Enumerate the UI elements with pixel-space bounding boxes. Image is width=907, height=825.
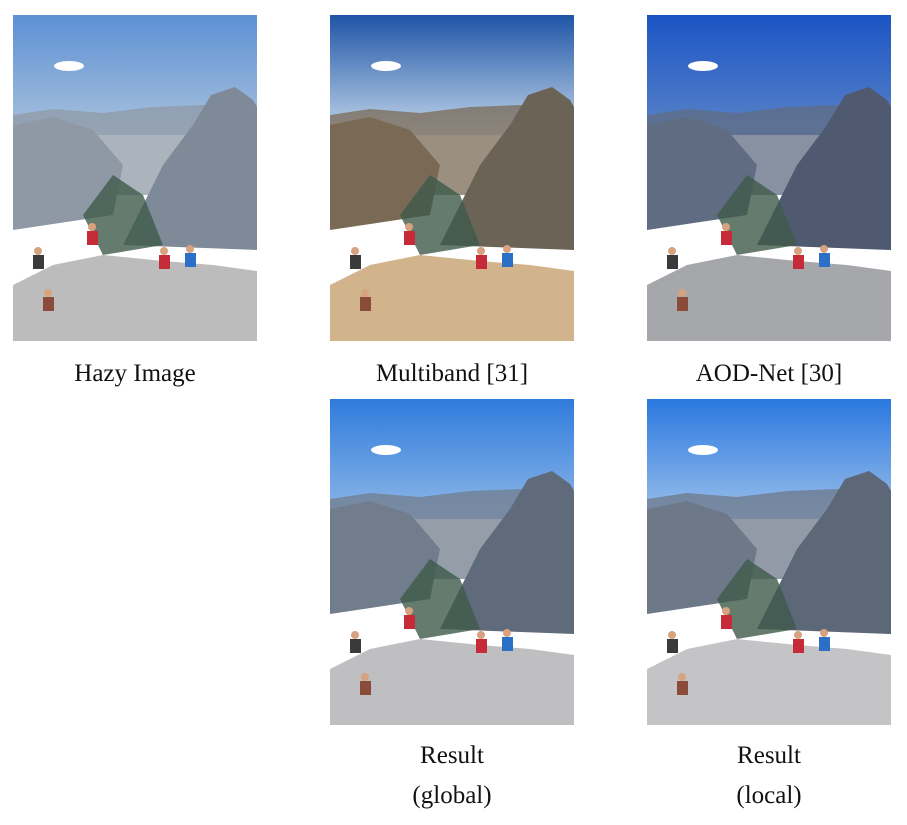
cloud (54, 61, 84, 71)
hazy-image-caption: Hazy Image (13, 354, 257, 394)
hazy-image-photo (13, 15, 257, 341)
result-global-photo (330, 399, 574, 725)
caption-line: (global) (412, 782, 492, 809)
people (350, 223, 513, 311)
aod-net-caption: AOD-Net [30] (647, 354, 891, 394)
forest-valley (717, 559, 797, 639)
landscape-drawing (330, 399, 574, 725)
granite-outcrop (330, 639, 574, 725)
half-dome (440, 471, 574, 634)
half-dome (757, 471, 891, 634)
granite-outcrop (13, 255, 257, 341)
result-local-photo (647, 399, 891, 725)
people (350, 607, 513, 695)
result-global-caption: Result (global) (330, 736, 574, 816)
granite-outcrop (330, 255, 574, 341)
forest-valley (400, 559, 480, 639)
forest-valley (717, 175, 797, 255)
caption-line: Hazy Image (74, 360, 196, 387)
cloud (371, 445, 401, 455)
people (33, 223, 196, 311)
granite-outcrop (647, 639, 891, 725)
forest-valley (83, 175, 163, 255)
caption-line: AOD-Net [30] (695, 360, 843, 387)
cloud (371, 61, 401, 71)
people (667, 607, 830, 695)
caption-line: Multiband [31] (375, 360, 529, 387)
landscape-drawing (647, 399, 891, 725)
caption-line: Result (737, 742, 801, 769)
landscape-drawing (13, 15, 257, 341)
people (667, 223, 830, 311)
aod-net-photo (647, 15, 891, 341)
caption-line: (local) (736, 782, 802, 809)
result-local-caption: Result (local) (647, 736, 891, 816)
cloud (688, 445, 718, 455)
forest-valley (400, 175, 480, 255)
landscape-drawing (330, 15, 574, 341)
half-dome (757, 87, 891, 250)
landscape-drawing (647, 15, 891, 341)
half-dome (440, 87, 574, 250)
multiband-caption: Multiband [31] (330, 354, 574, 394)
half-dome (123, 87, 257, 250)
cloud (688, 61, 718, 71)
caption-line: Result (420, 742, 484, 769)
granite-outcrop (647, 255, 891, 341)
multiband-photo (330, 15, 574, 341)
